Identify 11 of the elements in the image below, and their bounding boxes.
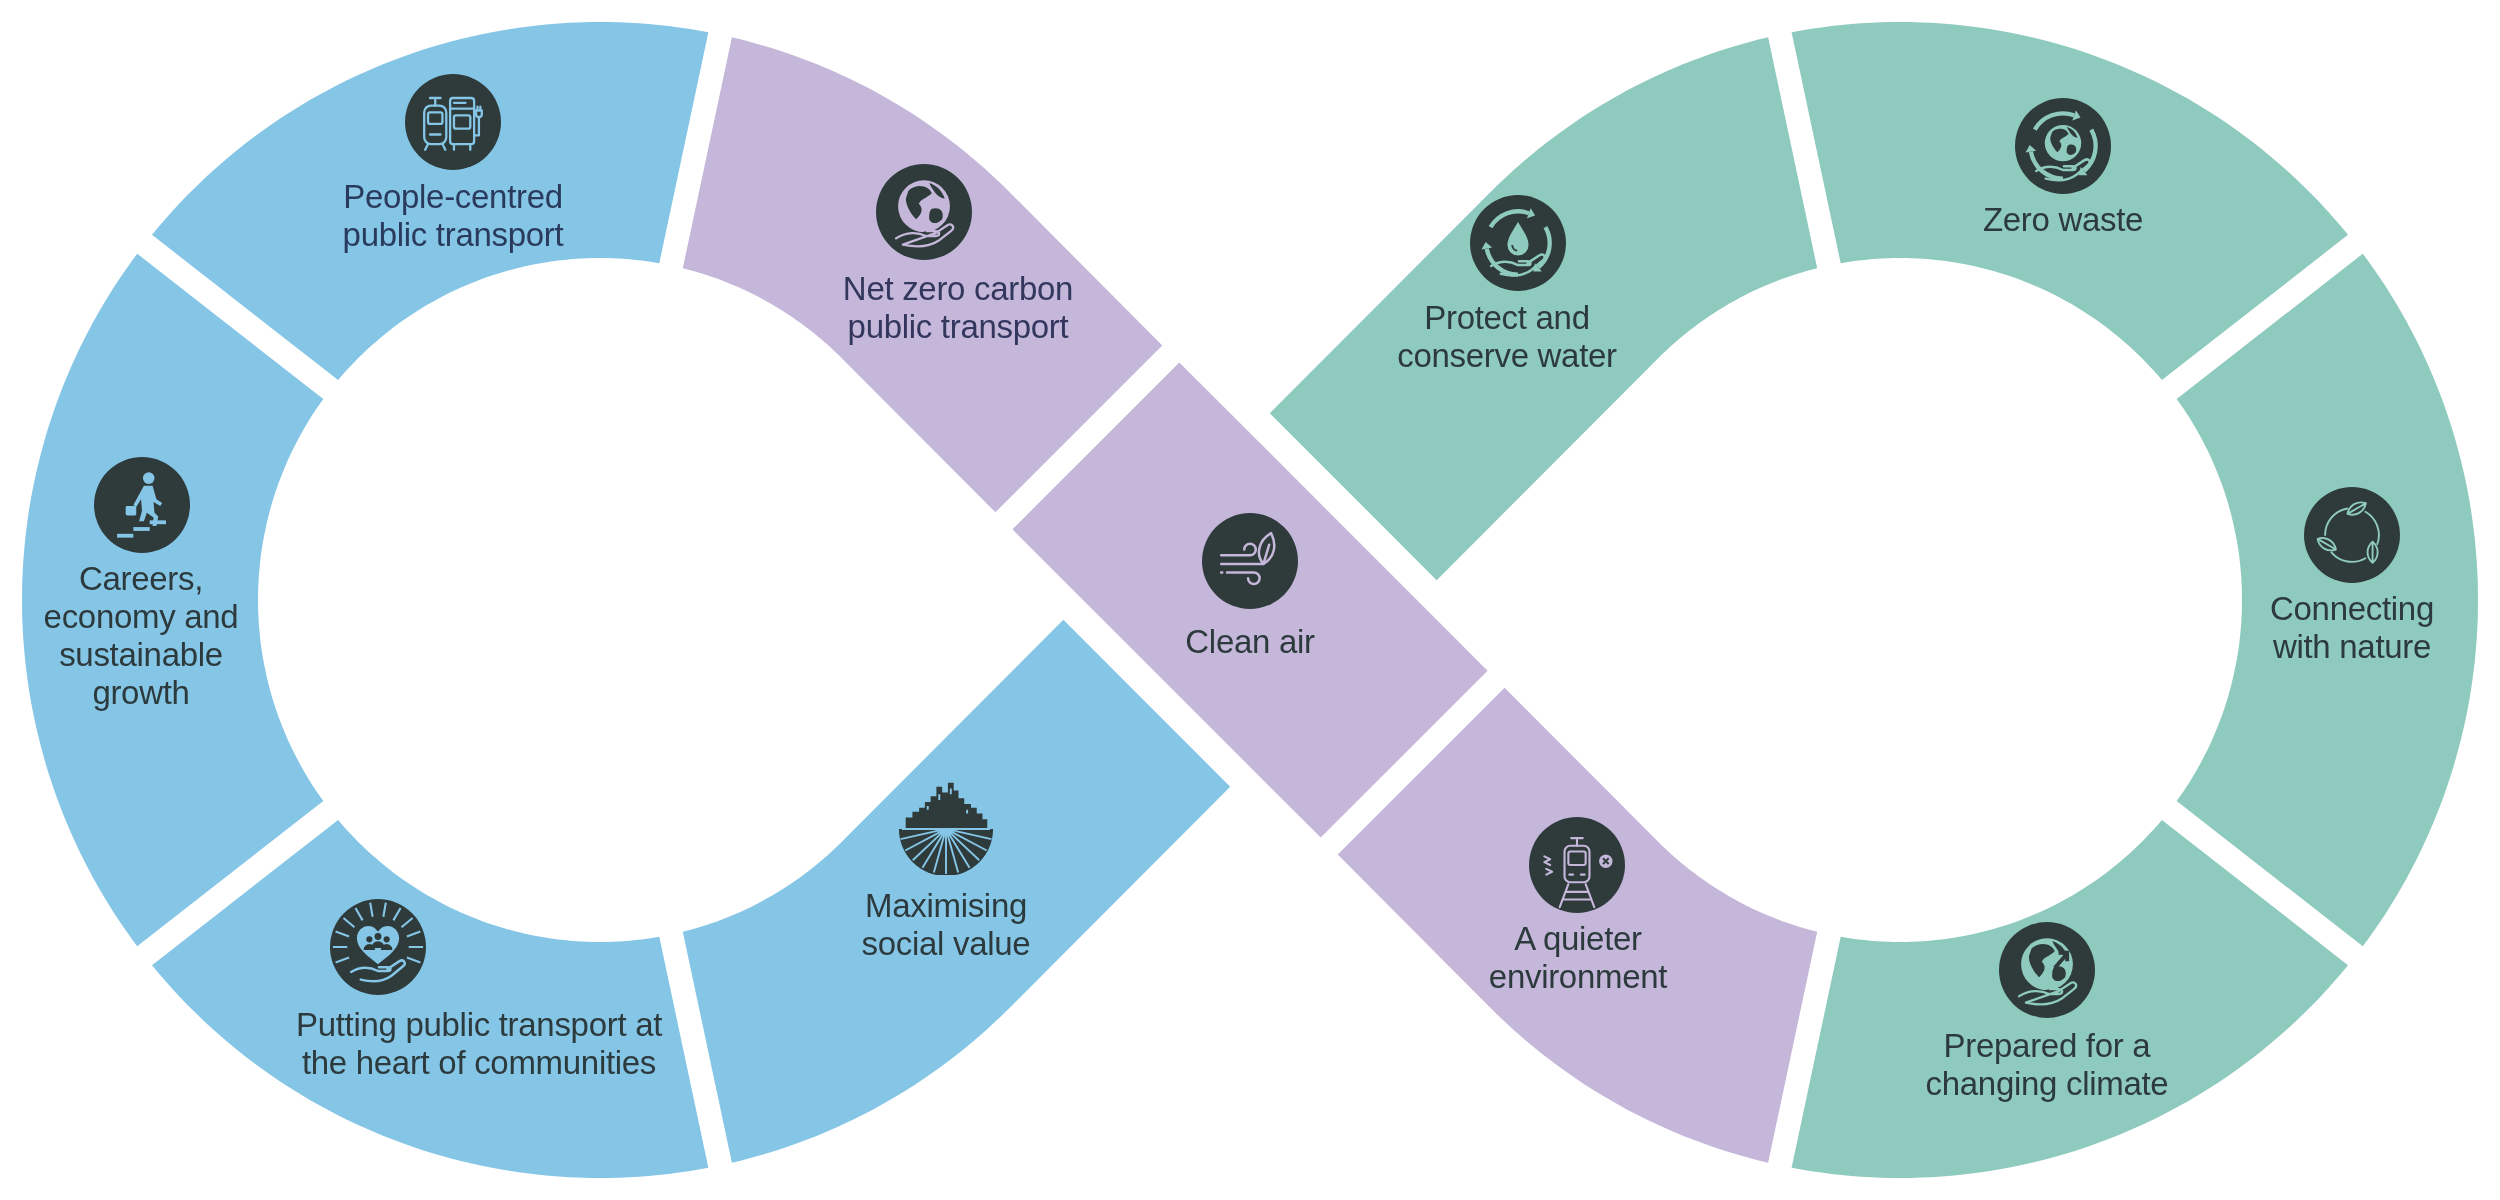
segment-label: Net zero carbon public transport xyxy=(841,270,1075,346)
segment-label: People-centred public transport xyxy=(341,178,565,254)
segment-label: A quieter environment xyxy=(1487,920,1669,996)
segment-label: Careers, economy and sustainable growth xyxy=(42,560,240,712)
segment-label: Connecting with nature xyxy=(2269,590,2435,666)
segment-label: Prepared for a changing climate xyxy=(1924,1027,2170,1103)
segment-label: Clean air xyxy=(1184,623,1316,661)
segment-label: Putting public transport at the heart of communities xyxy=(294,1006,664,1082)
segment-label: Maximising social value xyxy=(860,887,1032,963)
segment-label: Zero waste xyxy=(1981,201,2145,239)
segment-label: Protect and conserve water xyxy=(1396,299,1618,375)
